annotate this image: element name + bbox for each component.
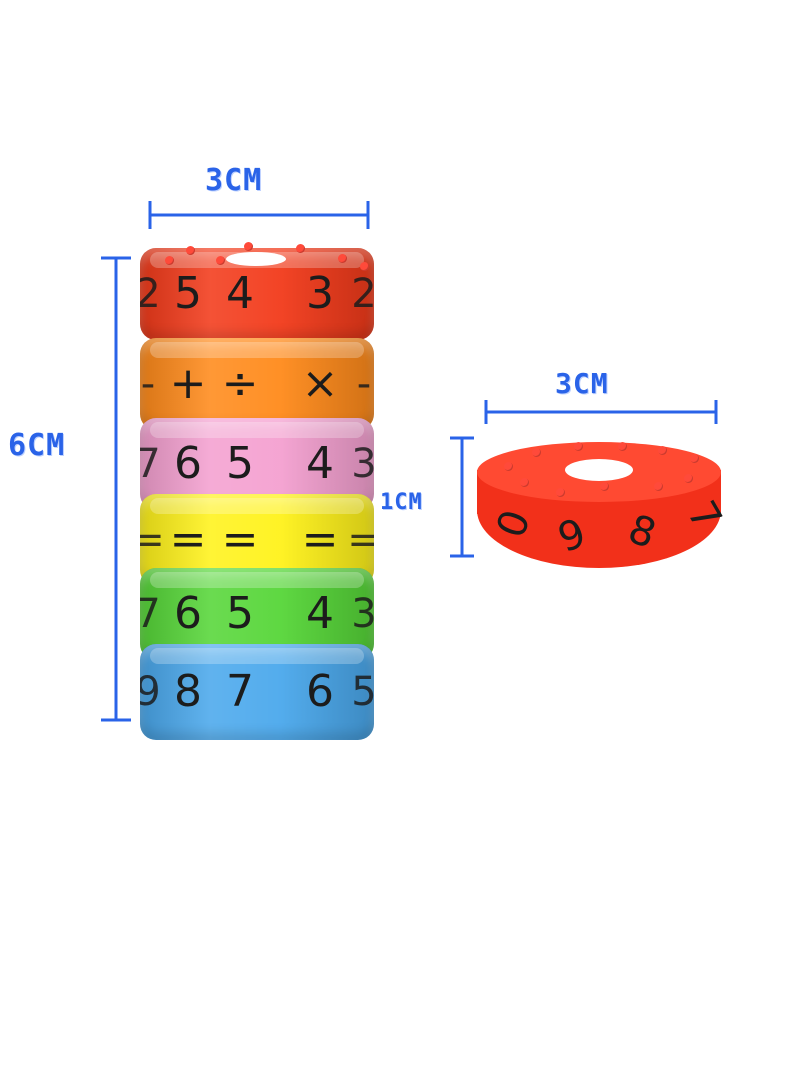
ring-symbol: 3	[351, 441, 374, 487]
ring-symbol: 8	[174, 666, 202, 717]
ring-bump	[296, 244, 305, 253]
single-ring-hole	[565, 459, 633, 481]
ring-bump	[574, 442, 583, 451]
stack-width-label: 3CM	[205, 163, 263, 198]
ring-symbol: +	[169, 358, 207, 409]
ring-bump	[684, 474, 693, 483]
ring-symbol: ×	[301, 358, 339, 409]
ring-symbol: =	[140, 517, 165, 563]
ring-symbol: 9	[140, 669, 161, 715]
single-width-label: 3CM	[555, 367, 609, 400]
ring-symbol: 4	[226, 268, 254, 319]
ring-bump	[658, 446, 667, 455]
ring-symbol: 6	[174, 588, 202, 639]
stack-height-label: 6CM	[8, 428, 66, 463]
ring-symbol: 5	[351, 669, 374, 715]
single-height-label: 1CM	[380, 490, 423, 515]
ring-symbol: 4	[306, 438, 334, 489]
ring-bump	[338, 254, 347, 263]
ring-symbol: 6	[174, 438, 202, 489]
ring-shine	[150, 422, 364, 438]
ring-symbol: 4	[306, 588, 334, 639]
ring-symbol: 2	[351, 271, 374, 317]
ring-symbol: =	[301, 514, 339, 565]
ring-shine	[150, 572, 364, 588]
ring-symbol: =	[347, 517, 374, 563]
ring-bump	[244, 242, 253, 251]
ring-symbol: 5	[174, 268, 202, 319]
ring-symbol: 5	[226, 438, 254, 489]
ring-hole	[226, 252, 286, 266]
ring-bump	[186, 246, 195, 255]
ring-shine	[150, 498, 364, 514]
ring-bump	[216, 256, 225, 265]
stack-ring: -+÷×-	[140, 338, 374, 430]
ring-symbol: 7	[140, 591, 161, 637]
ring-shine	[150, 342, 364, 358]
ring-symbol: 7	[140, 441, 161, 487]
ring-symbol: -	[356, 361, 372, 407]
ring-bump	[654, 482, 663, 491]
ring-bump	[360, 262, 369, 271]
ring-bump	[504, 462, 513, 471]
ring-shine	[150, 648, 364, 664]
ring-symbol: ÷	[221, 358, 259, 409]
ring-symbol: 3	[306, 268, 334, 319]
ring-symbol: 3	[351, 591, 374, 637]
ring-symbol: 6	[306, 666, 334, 717]
ring-bump	[556, 488, 565, 497]
ring-symbol: 7	[226, 666, 254, 717]
ring-symbol: =	[221, 514, 259, 565]
ring-bump	[165, 256, 174, 265]
ring-bump	[600, 482, 609, 491]
ring-bump	[690, 454, 699, 463]
ring-symbol: 5	[226, 588, 254, 639]
ring-symbol: 2	[140, 271, 161, 317]
ring-bump	[520, 478, 529, 487]
ring-bump	[618, 442, 627, 451]
ring-symbol: =	[169, 514, 207, 565]
ring-symbol: -	[140, 361, 156, 407]
ring-bump	[532, 448, 541, 457]
